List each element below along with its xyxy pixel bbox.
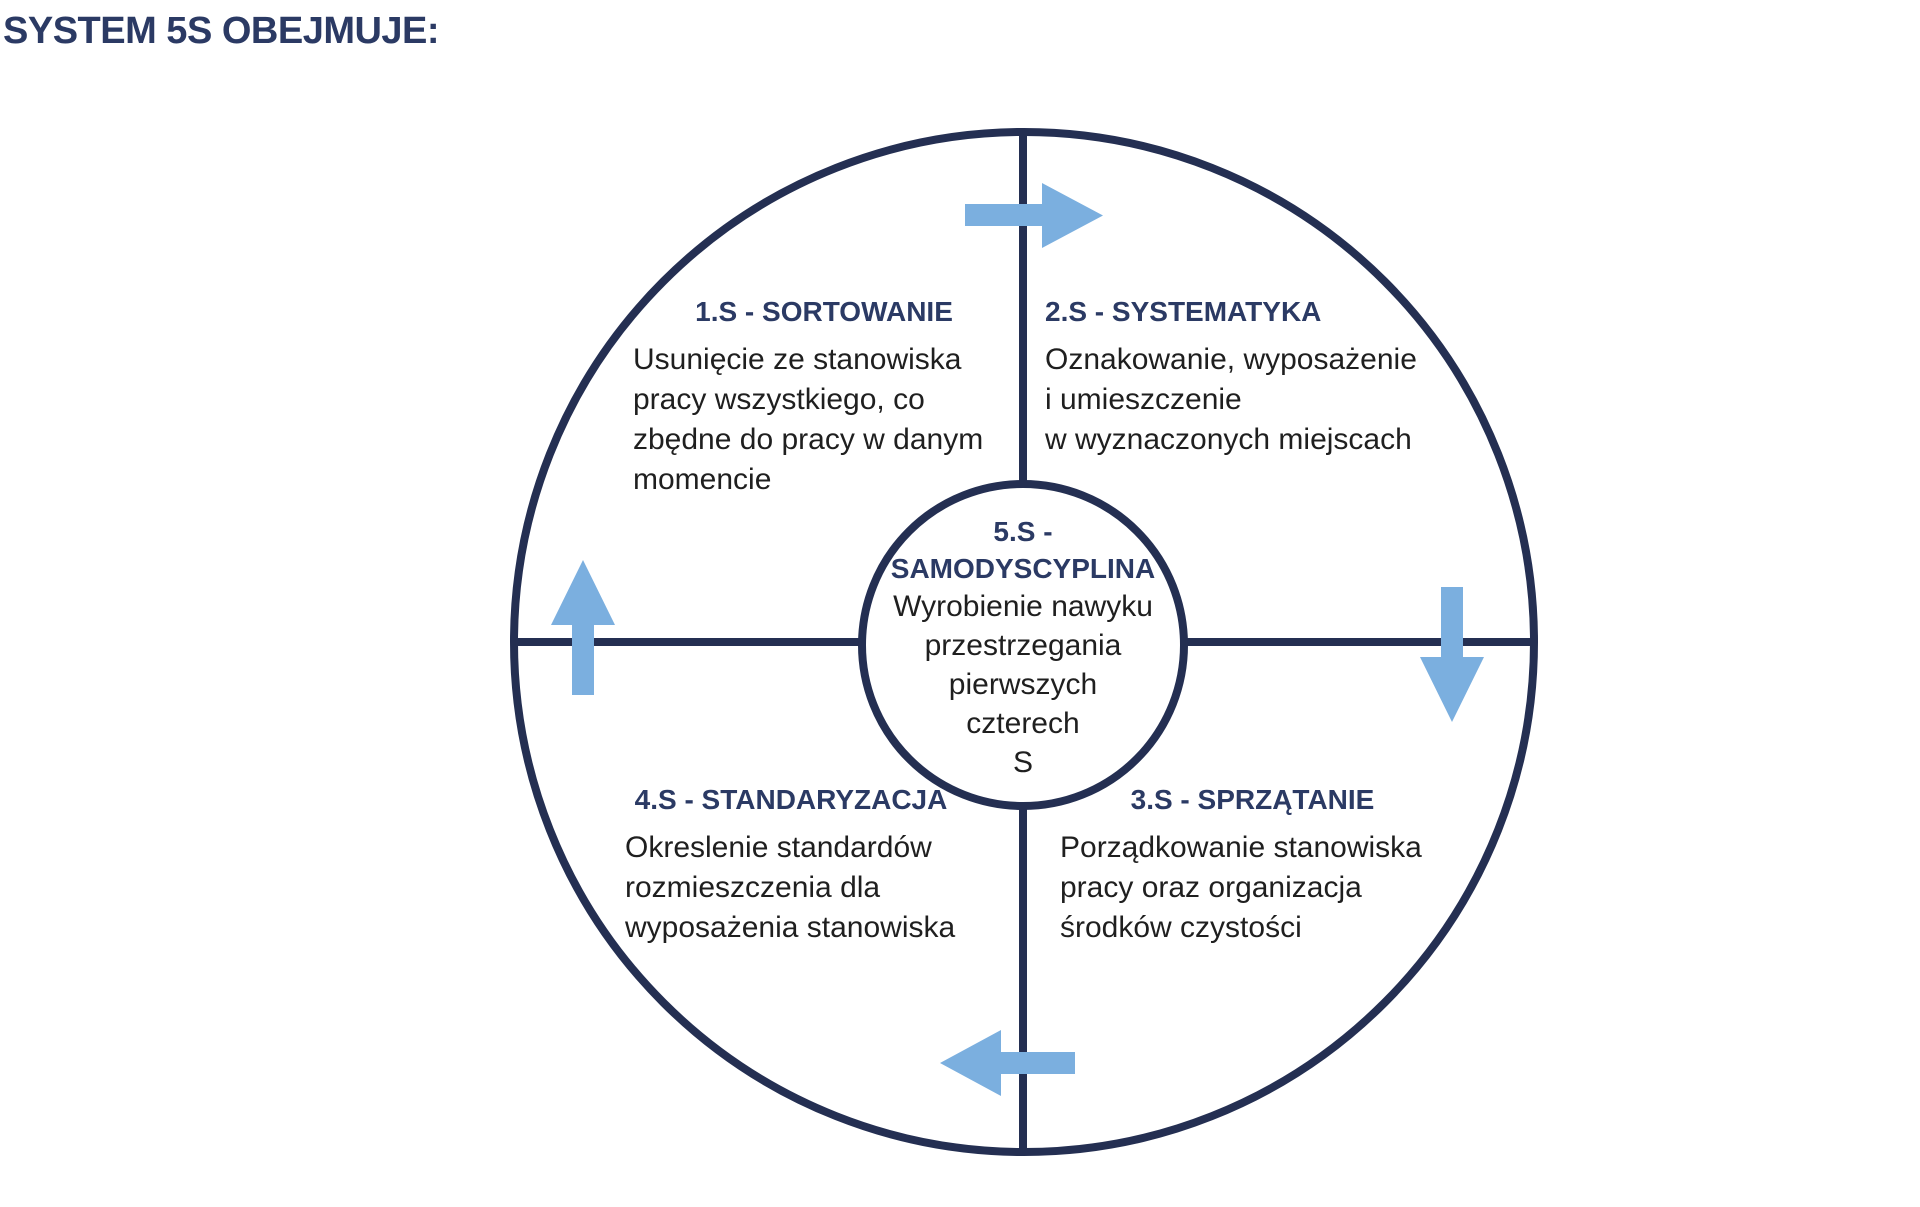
- arrow-left-icon: [940, 1030, 1075, 1096]
- quadrant-sortowanie-heading: 1.S - SORTOWANIE: [695, 296, 953, 327]
- quadrant-sprzatanie-heading: 3.S - SPRZĄTANIE: [1130, 784, 1375, 815]
- quadrant-systematyka-heading: 2.S - SYSTEMATYKA: [1045, 296, 1322, 327]
- center-body: Wyrobienie nawyku przestrzegania pierwsz…: [893, 589, 1153, 779]
- arrow-right-icon: [965, 183, 1103, 248]
- page-title: SYSTEM 5S OBEJMUJE:: [3, 10, 440, 52]
- quadrant-standaryzacja: 4.S - STANDARYZACJA Okreslenie standardó…: [625, 784, 957, 948]
- quadrant-systematyka: 2.S - SYSTEMATYKA Oznakowanie, wyposażen…: [1045, 296, 1455, 460]
- quadrant-standaryzacja-body: Okreslenie standardów rozmieszczenia dla…: [625, 831, 956, 944]
- quadrant-sortowanie-body: Usunięcie ze stanowiska pracy wszystkieg…: [633, 343, 984, 496]
- quadrant-systematyka-body: Oznakowanie, wyposażenie i umieszczenie …: [1045, 343, 1417, 456]
- arrow-up-icon: [551, 560, 615, 695]
- center-heading: 5.S - SAMODYSCYPLINA: [890, 515, 1156, 584]
- quadrant-sortowanie: 1.S - SORTOWANIE Usunięcie ze stanowiska…: [633, 296, 1015, 500]
- arrow-down-icon: [1420, 587, 1484, 722]
- quadrant-sprzatanie: 3.S - SPRZĄTANIE Porządkowanie stanowisk…: [1060, 784, 1445, 948]
- quadrant-standaryzacja-heading: 4.S - STANDARYZACJA: [634, 784, 948, 815]
- quadrant-sprzatanie-body: Porządkowanie stanowiska pracy oraz orga…: [1060, 831, 1422, 944]
- center-circle-samodyscyplina: 5.S - SAMODYSCYPLINA Wyrobienie nawyku p…: [858, 480, 1188, 810]
